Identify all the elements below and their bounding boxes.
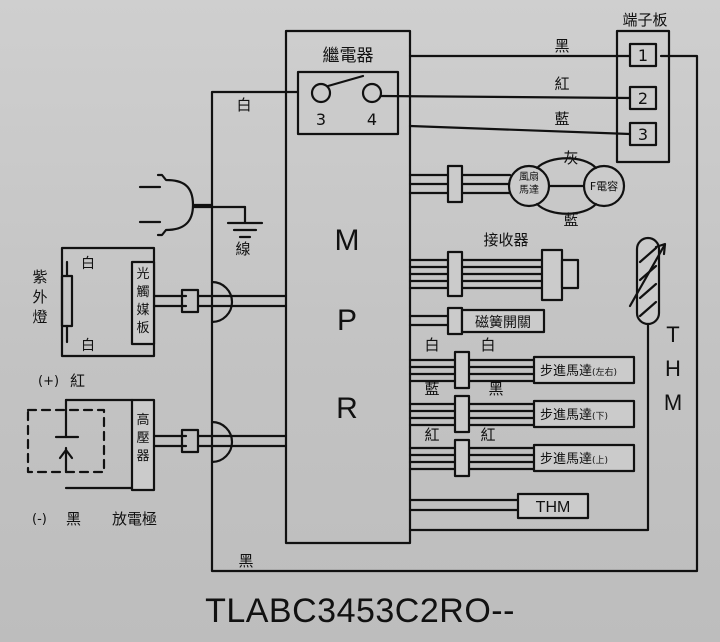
mpr-letter-m: M <box>335 224 360 257</box>
wire-label-blue-3: 藍 <box>554 110 569 128</box>
capacitor-label: F電容 <box>590 179 618 193</box>
wire-label-blue-fan: 藍 <box>563 211 578 229</box>
mpr-letter-r: R <box>336 392 358 425</box>
mpr-letter-p: P <box>337 304 357 337</box>
step-motor-2-label: 步進馬達(下) <box>540 408 608 423</box>
receiver-lens <box>560 258 580 290</box>
relay-pin-4: 4 <box>367 110 377 129</box>
reed-connector <box>446 306 464 336</box>
wire-label-black-bottom: 黑 <box>238 552 253 570</box>
discharge-plus: (+) <box>38 374 59 389</box>
terminal-block <box>615 29 671 164</box>
wire-label-gray: 灰 <box>563 149 578 167</box>
thm-arrow-shaft <box>628 244 666 308</box>
ground-label: 線 <box>235 240 250 258</box>
relay-switch-arm <box>326 74 365 88</box>
wire-red-2 <box>379 94 632 100</box>
uv-lamp-label: 紫外燈 <box>32 268 47 326</box>
discharge-plus-color: 紅 <box>70 372 85 390</box>
model-code: TLABC3453C2RO-- <box>205 592 515 630</box>
step-motor-3-box <box>532 443 636 473</box>
wire-label-red-right: 紅 <box>480 426 495 444</box>
reed-label: 磁簧開關 <box>475 315 531 331</box>
wire-label-white-top: 白 <box>236 96 251 114</box>
thm-side-t: T <box>666 322 679 347</box>
wire-label-blue-left: 藍 <box>424 380 439 398</box>
wire-blue-3 <box>408 124 632 136</box>
thm-box <box>516 492 590 520</box>
discharge-minus: (-) <box>32 512 47 527</box>
blue-fan-wire <box>535 202 598 215</box>
sm3-connector <box>453 438 471 478</box>
thm-hatch-3 <box>638 282 658 300</box>
wire-label-black-right: 黑 <box>488 380 503 398</box>
thm-hatch-1 <box>638 246 658 264</box>
receiver-label: 接收器 <box>483 231 528 249</box>
reed-switch-box <box>460 308 546 334</box>
thm-box-label: THM <box>536 499 571 516</box>
uv-wire-bottom-label: 白 <box>81 338 95 354</box>
rx-connector <box>446 250 464 298</box>
thm-arrow-head <box>654 242 667 256</box>
uv-connector <box>180 288 200 314</box>
relay-contact-4 <box>361 82 383 104</box>
discharge-label: 放電極 <box>112 510 157 528</box>
discharge-minus-color: 黑 <box>66 510 81 528</box>
wire-label-red-2: 紅 <box>554 75 569 93</box>
step-motor-2-box <box>532 399 636 429</box>
terminal-label-3: 3 <box>638 125 648 144</box>
wire-label-red-left: 紅 <box>424 426 439 444</box>
thm-side-m: M <box>664 390 682 415</box>
relay-title: 繼電器 <box>323 46 374 66</box>
power-plug <box>156 173 195 237</box>
step-motor-3-label: 步進馬達(上) <box>540 452 608 467</box>
uv-wire-top-label: 白 <box>81 256 95 272</box>
sm1-connector <box>453 350 471 390</box>
hv-connector <box>180 428 200 454</box>
sm2-connector <box>453 394 471 434</box>
thm-side-h: H <box>665 356 681 381</box>
step-motor-1-box <box>532 355 636 385</box>
step-motor-1-label: 步進馬達(左右) <box>540 364 617 379</box>
wire-label-white-left: 白 <box>424 336 439 354</box>
fan-label: 風扇馬達 <box>519 170 539 196</box>
hv-label: 高壓器 <box>136 412 149 464</box>
discharge-arrow <box>58 448 74 460</box>
wire-label-white-right: 白 <box>480 336 495 354</box>
uv-crossover <box>210 280 234 324</box>
photo-board <box>130 260 156 346</box>
photo-board-label: 光觸媒板 <box>136 267 149 336</box>
relay-contact-3 <box>310 82 332 104</box>
fan-connector <box>446 164 464 204</box>
wire-label-black-1: 黑 <box>554 37 569 55</box>
terminal-label-2: 2 <box>638 89 648 108</box>
thm-hatch-4 <box>638 300 658 318</box>
uv-lamp-tube <box>60 274 74 328</box>
relay-box <box>296 70 400 136</box>
relay-pin-3: 3 <box>316 110 326 129</box>
hv-crossover <box>210 420 234 464</box>
gray-wire <box>535 157 598 170</box>
receiver-body <box>540 248 564 302</box>
thm-sensor-wire <box>408 322 650 532</box>
terminal-label-1: 1 <box>638 46 648 65</box>
terminal-title: 端子板 <box>622 11 667 29</box>
outer-wire <box>210 54 699 573</box>
